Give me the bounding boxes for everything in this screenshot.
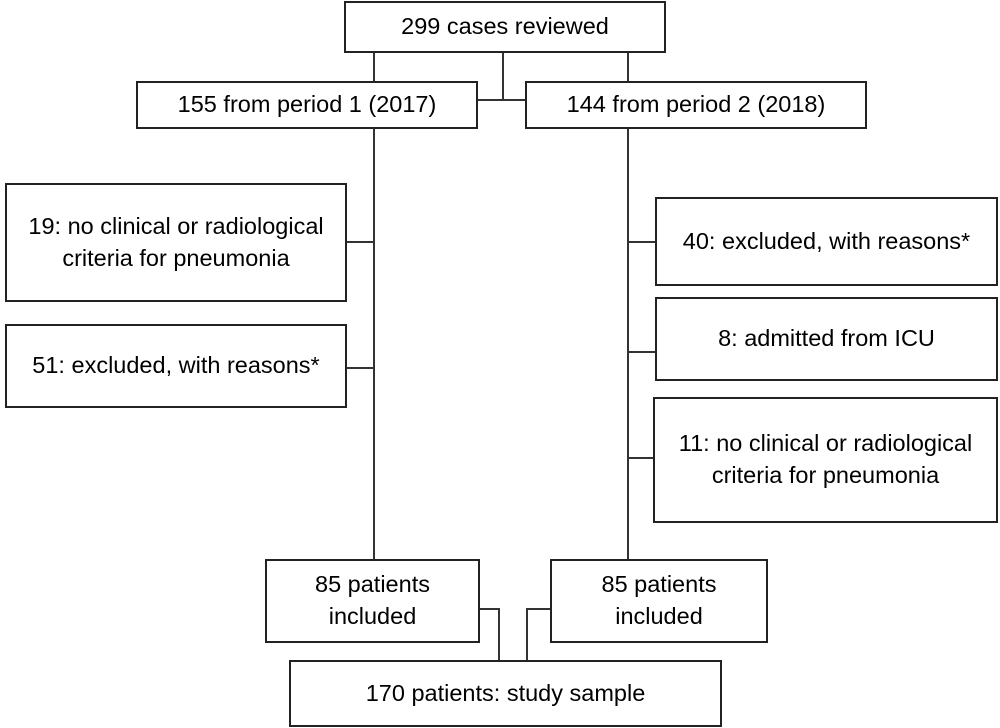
connector-line: [373, 128, 375, 561]
connector-line: [628, 351, 656, 353]
connector-line: [373, 52, 375, 82]
connector-line: [346, 367, 374, 369]
included-box-right: 85 patients included: [550, 559, 768, 643]
connector-line: [346, 241, 374, 243]
period2-box: 144 from period 2 (2018): [525, 81, 867, 129]
connector-line: [627, 128, 629, 561]
exclusion-box-left-2: 51: excluded, with reasons*: [5, 324, 347, 408]
connector-line: [502, 52, 504, 100]
connector-line: [628, 241, 656, 243]
period1-box: 155 from period 1 (2017): [136, 81, 478, 129]
connector-line: [478, 608, 500, 610]
exclusion-box-right-1: 40: excluded, with reasons*: [655, 197, 998, 286]
exclusion-box-right-3: 11: no clinical or radiological criteria…: [653, 397, 998, 523]
connector-line: [628, 457, 656, 459]
top-box: 299 cases reviewed: [344, 1, 666, 53]
connector-line: [498, 608, 500, 661]
study-sample-box: 170 patients: study sample: [289, 660, 722, 727]
included-box-left: 85 patients included: [265, 559, 480, 643]
connector-line: [476, 99, 526, 101]
connector-line: [627, 52, 629, 82]
connector-line: [527, 608, 550, 610]
exclusion-box-left-1: 19: no clinical or radiological criteria…: [5, 183, 347, 302]
exclusion-box-right-2: 8: admitted from ICU: [655, 297, 998, 381]
connector-line: [526, 608, 528, 661]
